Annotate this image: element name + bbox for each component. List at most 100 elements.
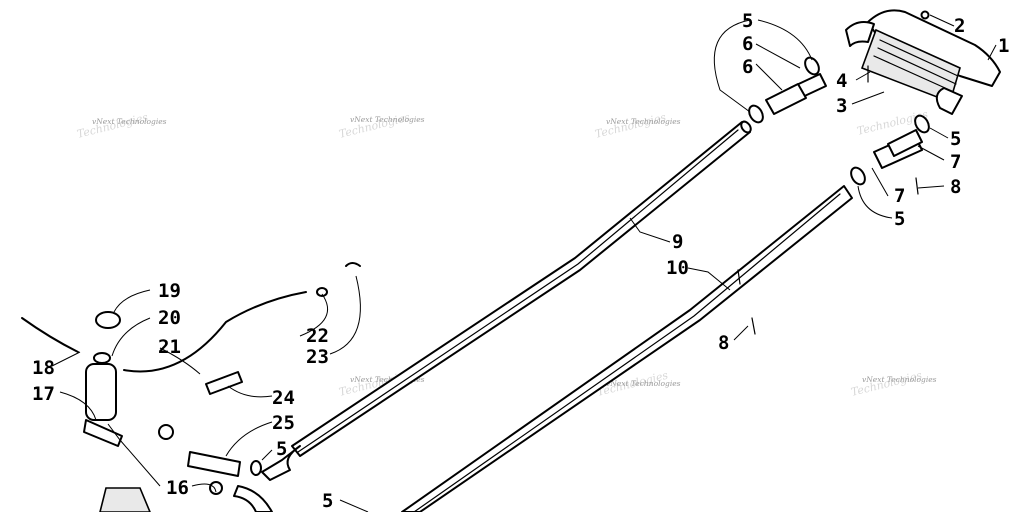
watermark: vNext Technologies <box>606 117 681 126</box>
heat-exchanger-frame <box>867 9 1001 87</box>
spring-hose <box>205 371 243 395</box>
callout-7: 7 <box>950 151 961 173</box>
vent-hose <box>123 291 307 373</box>
radiator-cap <box>95 311 121 329</box>
callout-20: 20 <box>158 307 181 329</box>
callout-19: 19 <box>158 280 181 302</box>
leader <box>713 19 751 113</box>
leader <box>755 43 801 69</box>
leader <box>687 267 731 291</box>
extrusion-elbow <box>261 445 301 481</box>
bottle-neck <box>93 352 111 364</box>
bleed-screw <box>920 10 930 20</box>
watermark: vNext Technologies <box>862 375 937 384</box>
extrusion-edge <box>297 129 739 453</box>
hose-fitting <box>316 287 328 297</box>
callout-24: 24 <box>272 387 295 409</box>
hose-clamp-strap <box>887 129 923 157</box>
callout-3: 3 <box>836 95 847 117</box>
leader <box>299 293 329 337</box>
callout-1: 1 <box>998 35 1009 57</box>
heat-exchanger-outlet-tube <box>935 87 963 115</box>
leader <box>339 499 369 512</box>
coupler-hose <box>765 83 807 115</box>
callout-labels: 1 2 3 4 5 5 5 5 5 6 6 7 7 8 8 9 10 16 17… <box>32 10 1009 512</box>
leader <box>851 91 885 105</box>
leader <box>227 385 273 398</box>
callout-21: 21 <box>158 336 181 358</box>
overflow-hose <box>21 317 79 353</box>
extrusion-body <box>401 185 853 512</box>
extrusion-edge <box>413 193 841 512</box>
screw <box>751 317 756 335</box>
coolant-bottle-assembly <box>21 262 361 512</box>
leader-lines <box>51 14 997 512</box>
watermark: vNext Technologies <box>350 115 425 124</box>
leader <box>755 63 783 91</box>
screw <box>737 269 741 285</box>
callout-4: 4 <box>836 70 847 92</box>
leader <box>757 19 813 61</box>
leader <box>733 325 749 341</box>
callout-5: 5 <box>894 208 905 230</box>
callout-25: 25 <box>272 412 295 434</box>
callout-9: 9 <box>672 231 683 253</box>
coolant-hose <box>233 485 273 512</box>
callout-5: 5 <box>742 10 753 32</box>
callout-22: 22 <box>306 325 329 347</box>
callout-6: 7 <box>894 185 905 207</box>
callout-5: 5 <box>950 128 961 150</box>
callout-23: 23 <box>306 346 329 368</box>
leader <box>191 483 217 493</box>
hose-clamp <box>158 424 174 440</box>
watermark: vNext Technologies <box>350 375 425 384</box>
bottle-elbow <box>83 419 123 447</box>
leader <box>329 275 361 355</box>
leader <box>987 44 997 61</box>
leader <box>855 71 871 81</box>
right-hose-set <box>850 114 930 195</box>
heat-exchanger-fins <box>873 39 959 93</box>
leader <box>107 423 161 487</box>
callout-5: 5 <box>276 438 287 460</box>
watermark: vNext Technologies <box>606 379 681 388</box>
leader <box>111 317 151 357</box>
callout-16: 16 <box>166 477 189 499</box>
leader <box>857 185 893 219</box>
cooling-extrusion-lower <box>401 185 853 512</box>
hose-clamp <box>209 481 223 495</box>
screw <box>915 177 919 195</box>
callout-10: 10 <box>666 257 689 279</box>
watermark: vNext Technologies <box>92 117 167 126</box>
callout-17: 17 <box>32 383 55 405</box>
callout-8: 8 <box>718 332 729 354</box>
coolant-bottle <box>85 363 117 421</box>
heat-exchanger-inlet-tube <box>845 21 875 47</box>
leader <box>929 127 949 139</box>
leader <box>929 14 955 27</box>
leader <box>159 347 201 375</box>
callout-6: 6 <box>742 56 753 78</box>
coolant-hose <box>187 451 241 477</box>
hose-clamp <box>748 104 764 124</box>
heat-exchanger-assembly <box>845 9 1001 115</box>
leader <box>917 145 945 161</box>
callout-5: 5 <box>322 490 333 512</box>
hose-clamp <box>804 56 820 76</box>
hose-clamp <box>914 114 930 134</box>
leader <box>225 421 273 457</box>
hose-clamp <box>250 460 262 476</box>
leader <box>113 289 151 313</box>
leader <box>871 167 889 197</box>
callout-6: 6 <box>742 33 753 55</box>
leader <box>917 185 945 189</box>
hose-clamp <box>850 166 866 186</box>
extrusion-body <box>291 121 751 457</box>
upper-hose-set <box>748 56 827 124</box>
retaining-ring <box>345 262 361 267</box>
cooling-extrusion-upper <box>261 120 752 481</box>
callout-8: 8 <box>950 176 961 198</box>
extrusion-end-fitting <box>740 120 752 134</box>
